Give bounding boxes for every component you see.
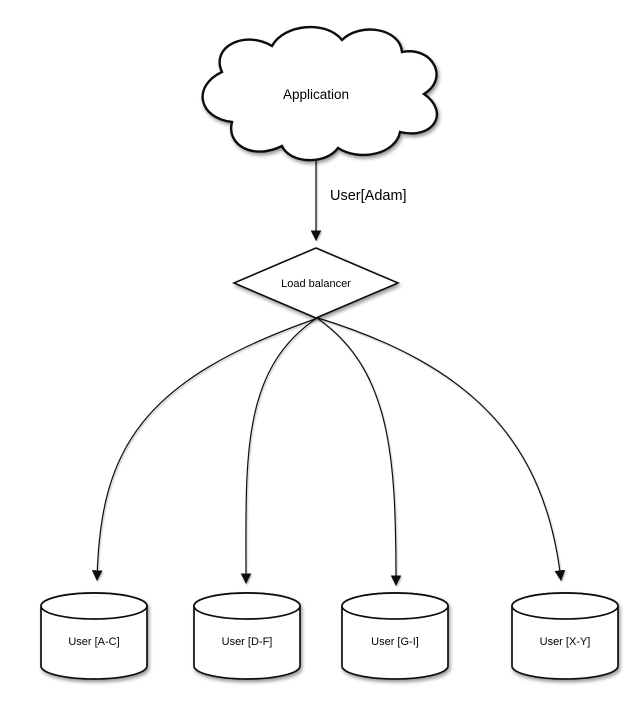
database-node-ac: User [A-C] [40,592,148,680]
edge-loadbalancer-to-db-gi [316,317,402,587]
application-label: Application [283,87,349,102]
request-edge-label: User[Adam] [330,188,407,204]
database-label-df: User [D-F] [222,636,273,648]
database-node-gi: User [G-I] [341,592,449,680]
cylinder-top [511,592,619,620]
database-node-xy: User [X-Y] [511,592,619,680]
edge-loadbalancer-to-db-xy [317,317,566,582]
database-node-df: User [D-F] [193,592,301,680]
application-node: Application [201,25,438,162]
load-balancer-node: Load balancer [231,247,401,319]
cylinder-top [341,592,449,620]
edge-loadbalancer-to-db-ac [91,317,319,582]
cylinder-top [193,592,301,620]
edge-loadbalancer-to-db-df [240,317,318,585]
cylinder-top [40,592,148,620]
database-label-ac: User [A-C] [68,636,119,648]
diamond-shape [231,247,401,319]
database-label-gi: User [G-I] [371,636,419,648]
load-balancer-label: Load balancer [281,278,351,290]
database-label-xy: User [X-Y] [540,636,591,648]
cloud-shape [201,25,438,162]
